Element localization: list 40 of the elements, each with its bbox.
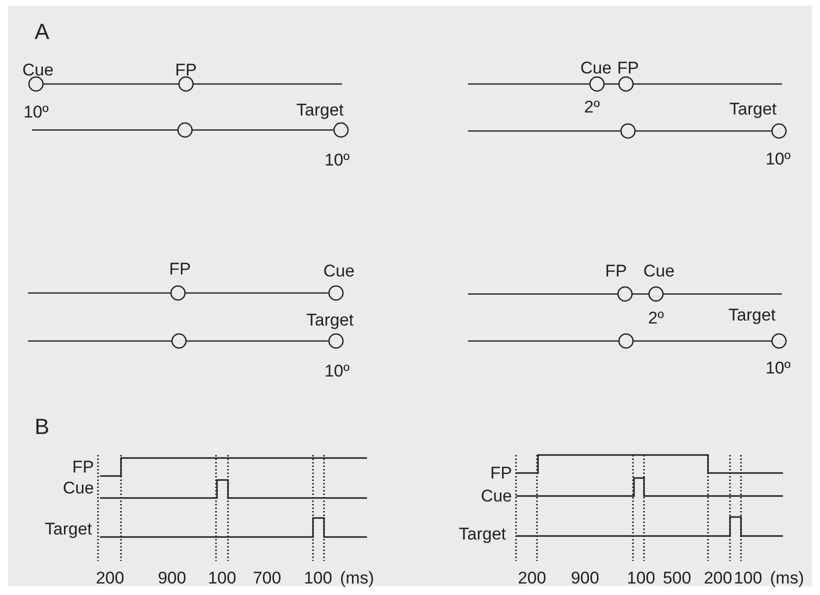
unit-label: (ms) <box>340 570 374 586</box>
duration-label: 100 <box>734 570 762 586</box>
duration-label: 100 <box>626 570 656 586</box>
duration-label: 200 <box>96 570 124 586</box>
signal-label: Cue <box>480 488 512 504</box>
duration-label: 200 <box>704 570 732 586</box>
stimulus-label: Cue <box>22 62 54 78</box>
unit-label: (ms) <box>770 570 804 586</box>
duration-label: 100 <box>208 570 236 586</box>
eccentricity-label: 10º <box>23 104 49 120</box>
duration-label: 900 <box>158 570 186 586</box>
signal-label: FP <box>490 464 512 482</box>
stimulus-label: Cue <box>580 60 612 76</box>
stimulus-label: Target <box>296 102 344 118</box>
stimulus-label: FP <box>617 60 639 76</box>
signal-label: Target <box>458 526 506 542</box>
stimulus-label: Cue <box>323 262 355 280</box>
duration-label: 200 <box>518 570 546 586</box>
duration-label: 500 <box>662 570 692 586</box>
eccentricity-label: 10º <box>324 362 350 380</box>
eccentricity-label: 2º <box>584 98 600 116</box>
stimulus-label: Cue <box>643 262 675 280</box>
signal-label: FP <box>72 458 94 476</box>
stimulus-label: FP <box>175 62 197 78</box>
duration-label: 900 <box>570 570 600 586</box>
stimulus-label: Target <box>729 100 777 118</box>
signal-label: Target <box>44 520 92 538</box>
panel-letter: A <box>34 21 50 43</box>
duration-label: 100 <box>304 570 332 586</box>
duration-label: 700 <box>252 570 282 586</box>
eccentricity-label: 10º <box>765 150 791 168</box>
stimulus-label: Target <box>728 306 776 324</box>
eccentricity-label: 10º <box>324 152 350 168</box>
stimulus-label: Target <box>306 312 354 328</box>
stimulus-label: FP <box>605 262 627 280</box>
panel-letter: B <box>34 416 50 438</box>
eccentricity-label: 2º <box>648 310 664 326</box>
signal-label: Cue <box>62 480 94 496</box>
eccentricity-label: 10º <box>765 360 791 376</box>
stimulus-label: FP <box>169 260 191 278</box>
